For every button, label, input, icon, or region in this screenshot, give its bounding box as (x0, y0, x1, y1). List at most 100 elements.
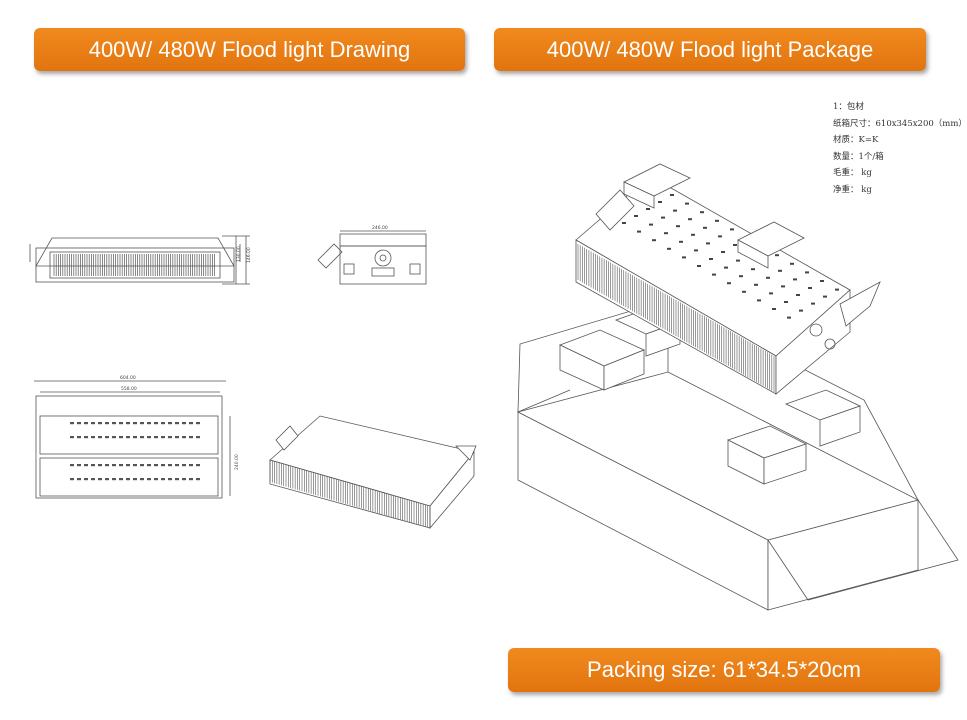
slot-mark (98, 464, 102, 467)
slot-mark (808, 287, 812, 289)
note-line: 纸箱尺寸：610x345x200（mm） (833, 118, 967, 129)
slot-mark (154, 422, 158, 425)
slot-mark (133, 422, 137, 425)
slot-mark (77, 478, 81, 481)
slot-mark (70, 478, 74, 481)
slot-mark (105, 422, 109, 425)
packing-size-text: Packing size: 61*34.5*20cm (587, 657, 861, 682)
side-height-a: 130.00 (236, 246, 242, 262)
slot-mark (823, 295, 827, 298)
slot-mark (133, 464, 137, 467)
slot-mark (739, 275, 743, 278)
slot-mark (766, 276, 770, 279)
slot-mark (772, 308, 776, 310)
slot-mark (820, 280, 824, 282)
slot-mark (105, 436, 109, 439)
slot-mark (91, 436, 95, 439)
slot-mark (168, 464, 172, 467)
package-notes: 1：包材 纸箱尺寸：610x345x200（mm） 材质：K=K 数量：1个/箱… (833, 99, 967, 199)
slot-mark (119, 464, 123, 467)
note-line: 材质：K=K (833, 135, 879, 146)
slot-mark (98, 422, 102, 425)
slot-mark (77, 464, 81, 467)
note-line: 1：包材 (833, 102, 864, 112)
slot-mark (154, 464, 158, 467)
flood-light-unit (575, 175, 881, 395)
slot-mark (168, 422, 172, 425)
slot-mark (751, 268, 755, 271)
slot-mark (799, 309, 803, 312)
slot-mark (182, 464, 186, 467)
slot-mark (84, 464, 88, 467)
slot-mark (182, 436, 186, 439)
slot-mark (189, 436, 193, 439)
slot-mark (685, 202, 689, 205)
slot-mark (835, 288, 839, 291)
slot-mark (733, 244, 737, 246)
slot-mark (126, 478, 130, 481)
slot-mark (661, 216, 665, 219)
slot-mark (168, 478, 172, 481)
slot-mark (70, 422, 74, 425)
slot-mark (811, 302, 815, 305)
slot-mark (98, 436, 102, 439)
slot-mark (126, 464, 130, 467)
slot-mark (793, 278, 797, 281)
slot-mark (664, 232, 668, 235)
isometric-light-drawing (269, 415, 477, 530)
slot-mark (140, 436, 144, 439)
foam-top-pads (623, 163, 805, 269)
slot-mark (730, 228, 734, 231)
slot-mark (712, 273, 716, 276)
slot-mark (84, 422, 88, 425)
note-line: 毛重： kg (833, 168, 872, 179)
slot-mark (119, 436, 123, 439)
slot-mark (196, 436, 200, 439)
slot-mark (742, 290, 746, 293)
slot-mark (168, 436, 172, 439)
slot-mark (70, 464, 74, 467)
slot-mark (84, 436, 88, 439)
slot-mark (691, 233, 695, 236)
slot-mark (98, 478, 102, 481)
slot-mark (682, 256, 686, 259)
slot-mark (670, 194, 674, 196)
slot-mark (757, 299, 761, 302)
slot-mark (652, 239, 656, 242)
slot-mark (147, 478, 151, 481)
drawing-title: 400W/ 480W Flood light Drawing (88, 36, 411, 62)
slot-mark (724, 266, 728, 269)
side-height-b: 146.00 (246, 247, 252, 263)
slot-mark (175, 436, 179, 439)
packing-size-banner: Packing size: 61*34.5*20cm (508, 648, 940, 692)
slot-mark (189, 478, 193, 481)
slot-mark (781, 285, 785, 288)
slot-mark (182, 422, 186, 425)
slot-mark (796, 294, 800, 296)
slot-mark (147, 422, 151, 425)
side-view-drawing: 130.00 146.00 (29, 235, 252, 285)
slot-mark (126, 422, 130, 425)
slot-mark (700, 211, 704, 214)
slot-mark (721, 251, 725, 253)
slot-mark (175, 422, 179, 425)
slot-mark (790, 262, 794, 265)
top-overall-dim: 604.00 (120, 375, 136, 381)
end-width-dim: 246.00 (372, 225, 388, 231)
slot-mark (676, 225, 680, 228)
slot-mark (688, 218, 692, 221)
end-view-drawing: 246.00 (317, 225, 427, 285)
slot-mark (112, 422, 116, 425)
slot-mark (775, 254, 779, 257)
slot-mark (718, 235, 722, 238)
slot-mark (715, 219, 719, 222)
note-line: 净重： kg (833, 184, 872, 195)
slot-mark (703, 226, 707, 229)
slot-mark (189, 464, 193, 467)
slot-mark (175, 464, 179, 467)
slot-mark (649, 223, 653, 226)
slot-mark (646, 208, 650, 210)
top-inner-dim: 558.00 (121, 386, 137, 392)
slot-mark (119, 478, 123, 481)
slot-mark (697, 265, 701, 267)
